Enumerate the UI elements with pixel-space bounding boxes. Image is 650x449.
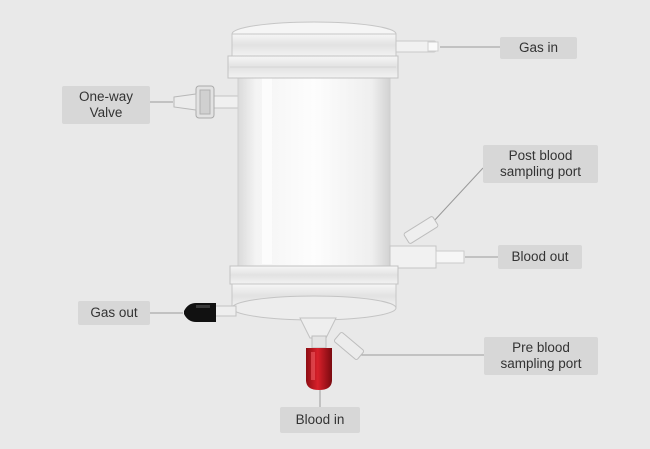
label-pre-blood-line2: sampling port (500, 356, 582, 371)
post-blood-sampling-port-part (403, 216, 439, 244)
label-post-blood-sampling-port: Post blood sampling port (483, 145, 598, 183)
blood-in-port (299, 317, 337, 390)
bottom-cap (229, 265, 399, 321)
label-blood-in: Blood in (280, 407, 360, 433)
gas-out-port (184, 303, 237, 322)
blood-out-port (389, 245, 465, 269)
label-gas-out: Gas out (78, 301, 150, 325)
pre-blood-sampling-port-part (333, 332, 365, 360)
leader-post-blood (432, 167, 484, 223)
top-cap (227, 21, 399, 79)
label-blood-in-text: Blood in (295, 412, 345, 427)
gas-in-port (393, 40, 439, 53)
label-post-blood-line2: sampling port (499, 164, 582, 179)
label-one-way-valve: One-way Valve (62, 86, 150, 124)
label-pre-blood-sampling-port: Pre blood sampling port (484, 337, 598, 375)
label-one-way-valve-line1: One-way (78, 89, 134, 104)
label-gas-out-text: Gas out (90, 305, 138, 320)
label-post-blood-line1: Post blood (508, 148, 573, 163)
label-one-way-valve-line2: Valve (89, 105, 123, 120)
label-blood-out-text: Blood out (511, 249, 569, 264)
label-gas-in-text: Gas in (518, 40, 559, 55)
label-pre-blood-line1: Pre blood (512, 340, 570, 355)
leader-lines (150, 46, 500, 407)
one-way-valve-part (173, 85, 241, 119)
label-gas-in: Gas in (500, 37, 577, 59)
cylinder-body (237, 69, 391, 271)
label-blood-out: Blood out (498, 245, 582, 269)
